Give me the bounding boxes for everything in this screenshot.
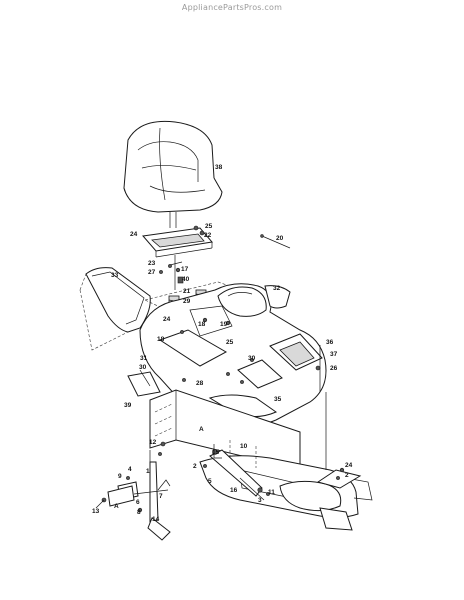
callout-33: 33 bbox=[111, 272, 119, 279]
callout-9: 9 bbox=[118, 473, 122, 480]
callout-25: 25 bbox=[205, 223, 213, 230]
callout-labels: 38 25 22 24 20 23 27 17 40 33 32 21 29 1… bbox=[92, 164, 353, 523]
callout-10: 10 bbox=[240, 443, 248, 450]
watermark: AppliancePartsPros.com bbox=[181, 3, 283, 12]
pedal-linkage[interactable] bbox=[209, 444, 265, 501]
callout-3: 3 bbox=[258, 497, 262, 504]
callout-22: 22 bbox=[204, 232, 212, 239]
callout-39: 39 bbox=[124, 402, 132, 409]
callout-18: 18 bbox=[198, 321, 206, 328]
callout-36: 36 bbox=[326, 339, 334, 346]
callout-19: 19 bbox=[220, 321, 228, 328]
callout-31: 31 bbox=[140, 355, 148, 362]
callout-12: 12 bbox=[149, 439, 157, 446]
seat[interactable] bbox=[123, 120, 223, 228]
callout-40: 40 bbox=[182, 276, 190, 283]
callout-15: 15 bbox=[212, 449, 220, 456]
callout-4: 4 bbox=[128, 466, 132, 473]
callout-13: 13 bbox=[92, 508, 100, 515]
callout-2: 2 bbox=[193, 463, 197, 470]
callout-28: 28 bbox=[196, 380, 204, 387]
rod[interactable] bbox=[260, 234, 291, 249]
callout-37: 37 bbox=[330, 351, 338, 358]
callout-7: 7 bbox=[159, 493, 163, 500]
callout-24b: 24 bbox=[163, 316, 171, 323]
callout-18b: 18 bbox=[157, 336, 165, 343]
callout-2b: 2 bbox=[345, 472, 349, 479]
lever-assembly[interactable] bbox=[95, 450, 171, 541]
callout-24: 24 bbox=[130, 231, 138, 238]
seat-hardware bbox=[159, 255, 184, 290]
callout-23: 23 bbox=[148, 260, 156, 267]
callout-17: 17 bbox=[181, 266, 189, 273]
callout-11: 11 bbox=[268, 489, 275, 496]
callout-21: 21 bbox=[183, 288, 191, 295]
callout-A2: A bbox=[114, 503, 119, 510]
callout-5: 5 bbox=[208, 478, 212, 485]
callout-6: 6 bbox=[136, 499, 140, 506]
callout-38: 38 bbox=[215, 164, 223, 171]
callout-25b: 25 bbox=[226, 339, 234, 346]
seat-pan[interactable] bbox=[142, 225, 213, 258]
callout-20: 20 bbox=[276, 235, 284, 242]
callout-35: 35 bbox=[274, 396, 282, 403]
callout-24c: 24 bbox=[345, 462, 353, 469]
callout-27: 27 bbox=[148, 269, 156, 276]
mount-bracket[interactable] bbox=[127, 369, 161, 397]
fender-panel[interactable] bbox=[79, 267, 151, 351]
hardware bbox=[158, 330, 345, 496]
callout-26: 26 bbox=[330, 365, 338, 372]
callout-29: 29 bbox=[183, 298, 191, 305]
callout-1: 1 bbox=[146, 468, 150, 475]
callout-30: 30 bbox=[248, 355, 256, 362]
callout-32: 32 bbox=[273, 285, 281, 292]
callout-A1: A bbox=[199, 426, 204, 433]
callout-14: 14 bbox=[152, 516, 160, 523]
callout-8: 8 bbox=[137, 509, 141, 516]
callout-16: 16 bbox=[230, 487, 238, 494]
callout-30b: 30 bbox=[139, 364, 147, 371]
